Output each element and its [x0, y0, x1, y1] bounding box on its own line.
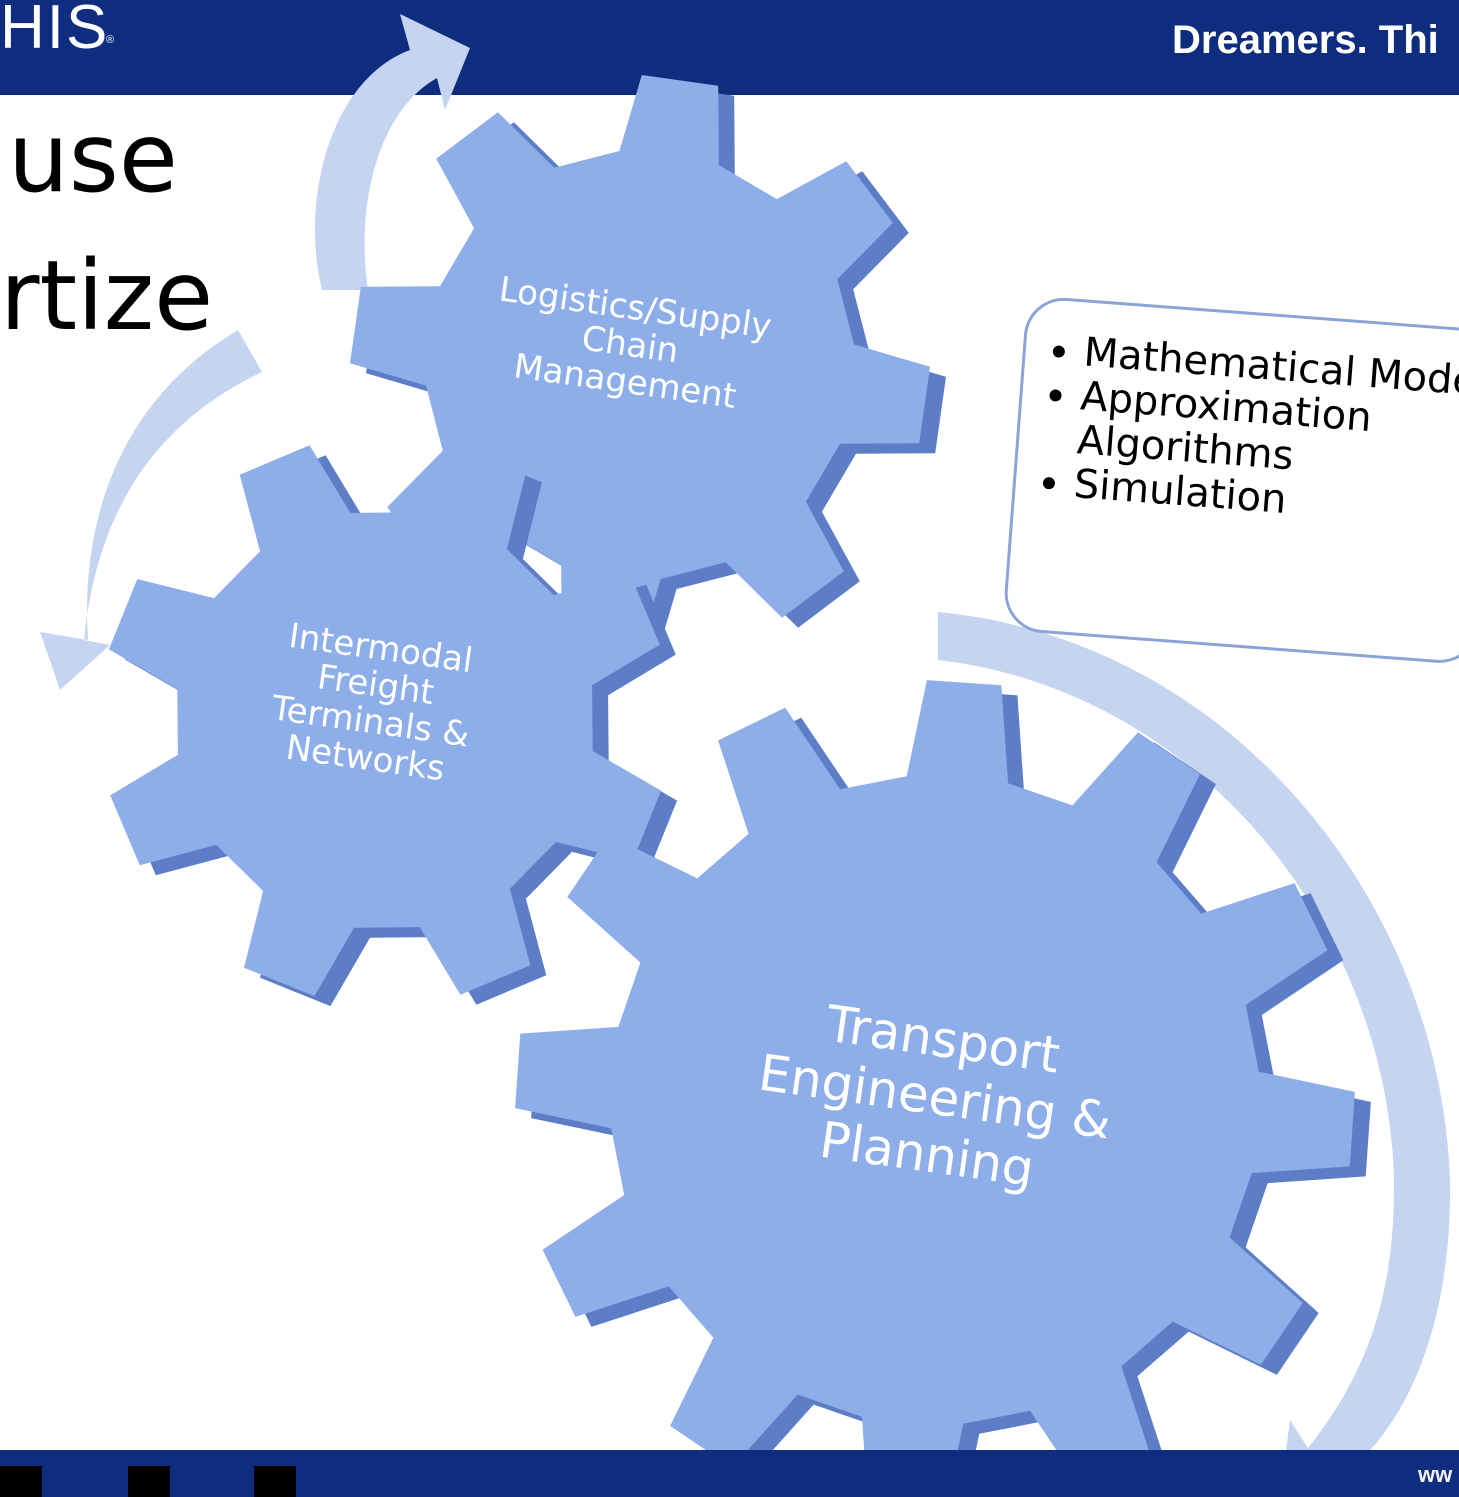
footer-url: ww	[1418, 1462, 1453, 1487]
slide-title-line-2: rtize	[0, 240, 214, 352]
footer-block	[254, 1466, 296, 1497]
methods-callout: Mathematical Model Approximation Algorit…	[1001, 295, 1459, 666]
cycle-arrow-right	[938, 612, 1451, 1497]
methods-list: Mathematical Model Approximation Algorit…	[1014, 298, 1459, 537]
gear-transport	[515, 680, 1371, 1497]
slide-title-line-1: use	[8, 102, 178, 214]
footer-bar	[0, 1450, 1459, 1497]
cycle-arrow-top	[315, 14, 470, 290]
gear-intermodal-face	[108, 443, 662, 997]
brand-logo-text: HIS	[0, 0, 110, 62]
gear-transport-face	[515, 680, 1355, 1497]
header-tagline: Dreamers. Thi	[1172, 18, 1439, 62]
footer-block	[128, 1466, 170, 1497]
footer-block	[0, 1466, 42, 1497]
header-bar: HIS ® Dreamers. Thi	[0, 0, 1459, 95]
gear-intermodal	[108, 443, 678, 1007]
registered-mark: ®	[106, 34, 115, 46]
cycle-arrow-left	[40, 330, 262, 690]
